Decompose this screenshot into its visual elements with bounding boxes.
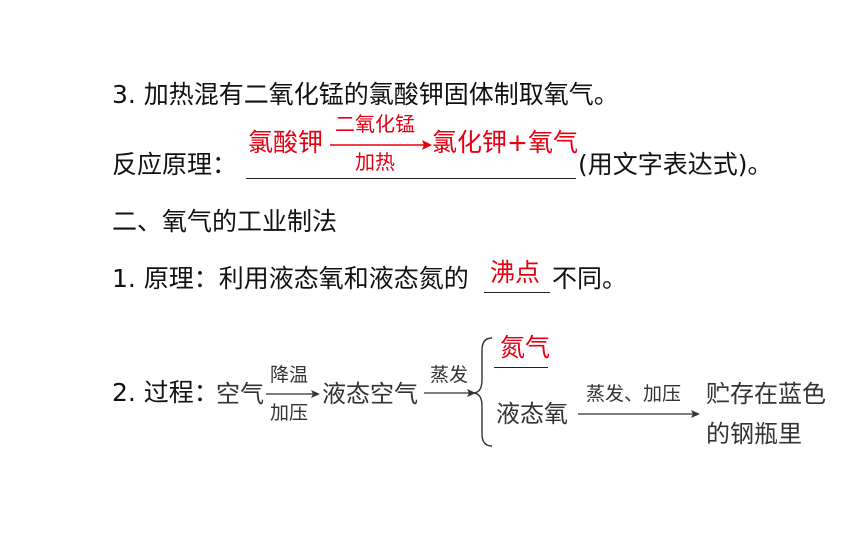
answer-reactant: 氯酸钾 (248, 128, 324, 157)
step1-arrow (266, 390, 320, 398)
step2-arrow (424, 389, 476, 397)
item-2-label: 2. 过程： (112, 378, 219, 407)
process-step2-top: 蒸发 (430, 364, 469, 386)
item-1-answer-blank (484, 292, 550, 293)
item-3-text: 3. 加热混有二氧化锰的氯酸钾固体制取氧气。 (112, 80, 619, 109)
step3-arrow (578, 410, 700, 418)
principle-suffix: (用文字表达式)。 (578, 150, 773, 179)
arrow-condition-bottom: 加热 (355, 150, 395, 174)
principle-answer-blank (246, 178, 576, 179)
process-step1-top: 降温 (270, 364, 309, 386)
item-1-suffix: 不同。 (552, 264, 628, 293)
item-1-prefix: 1. 原理：利用液态氧和液态氮的 (112, 264, 469, 293)
branch-top-blank (494, 367, 548, 368)
process-liquid-air: 液态空气 (322, 380, 418, 408)
section-heading: 二、氧气的工业制法 (112, 207, 338, 236)
equation-arrow (330, 140, 432, 150)
arrow-condition-top: 二氧化锰 (335, 112, 415, 136)
process-step1-bottom: 加压 (270, 402, 309, 424)
branch-top-answer: 氮气 (500, 333, 551, 362)
branch-brace (473, 337, 493, 447)
principle-label: 反应原理： (112, 150, 238, 179)
process-result-line1: 贮存在蓝色 (706, 380, 826, 408)
answer-product: 氯化钾+氧气 (432, 128, 578, 157)
item-1-answer: 沸点 (490, 258, 541, 287)
process-air: 空气 (216, 380, 264, 408)
process-step3-top: 蒸发、加压 (586, 383, 682, 405)
process-liquid-oxygen: 液态氧 (496, 400, 568, 428)
process-result-line2: 的钢瓶里 (706, 420, 802, 448)
